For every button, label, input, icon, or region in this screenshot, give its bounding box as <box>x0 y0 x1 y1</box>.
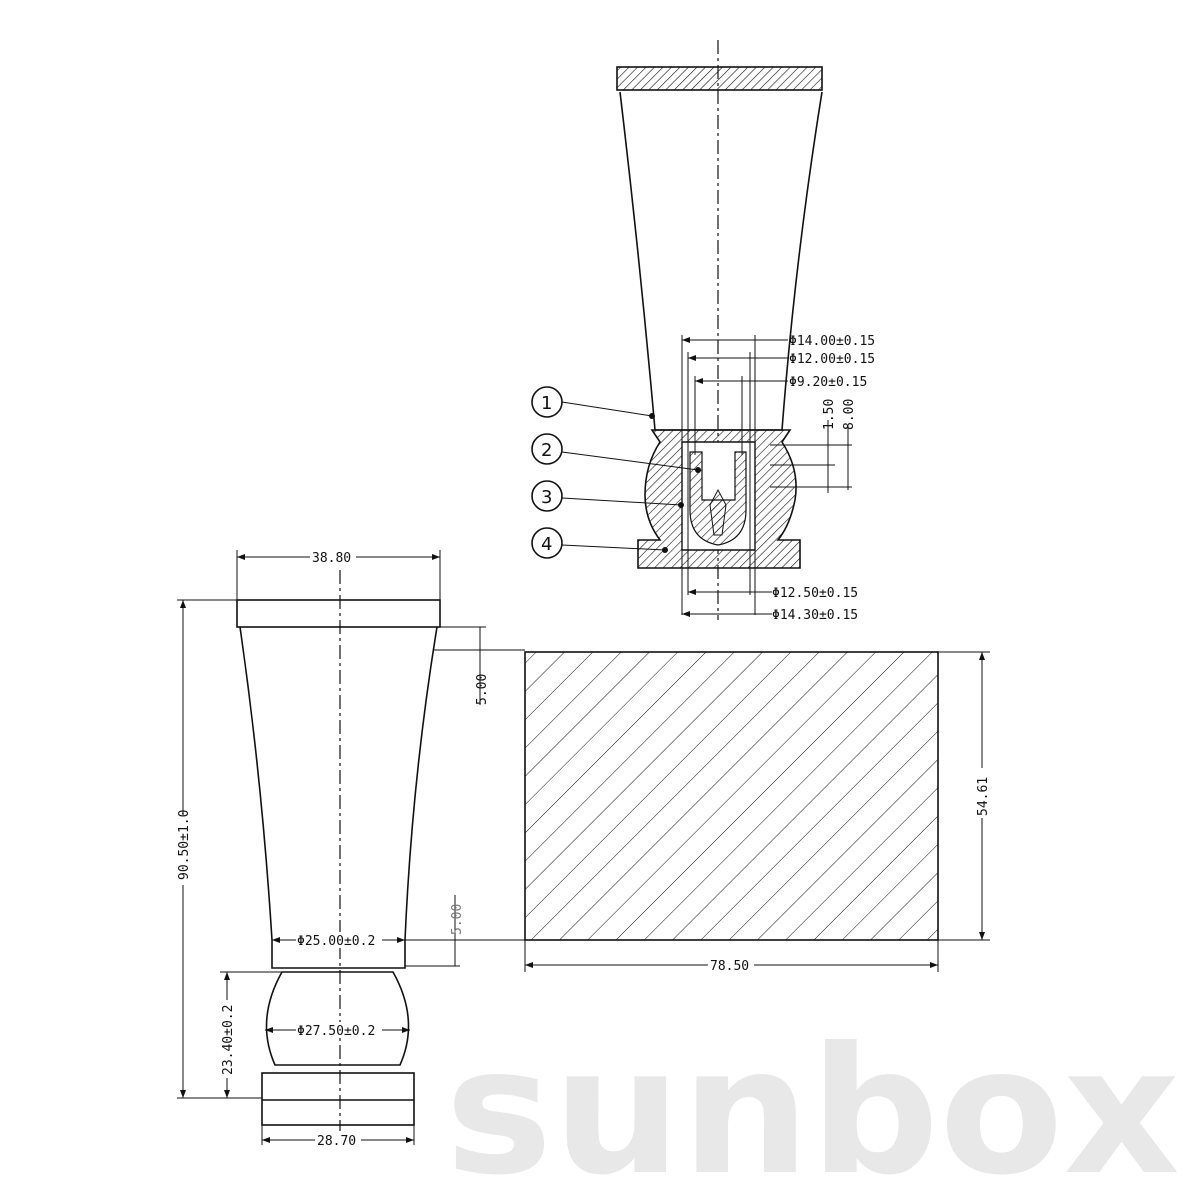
dim-neck-diameter: Φ25.00±0.2 <box>297 934 375 949</box>
hatched-panel: 54.61 78.50 <box>524 651 991 974</box>
dim-panel-height: 54.61 <box>976 777 991 816</box>
svg-text:2: 2 <box>541 440 552 461</box>
glide-pin <box>709 488 727 536</box>
tapered-leg <box>239 626 438 969</box>
svg-text:4: 4 <box>541 534 552 555</box>
section-view: Φ14.00±0.15 Φ12.00±0.15 Φ9.20±0.15 1.50 … <box>531 40 875 623</box>
balloon-3: 3 <box>531 480 684 512</box>
balloon-2: 2 <box>531 433 701 473</box>
top-plate <box>236 599 441 628</box>
watermark-logo: sunbox <box>445 1011 1180 1200</box>
threaded-insert <box>689 451 747 546</box>
dim-ball-height: 23.40±0.2 <box>221 1005 236 1075</box>
dim-top-width: 38.80 <box>312 551 351 566</box>
dim-base-width: 28.70 <box>317 1134 356 1149</box>
base-disc <box>261 1072 415 1126</box>
dim-8-00: 8.00 <box>842 399 857 430</box>
dim-d12-50: Φ12.50±0.15 <box>772 586 858 601</box>
dim-d9-20: Φ9.20±0.15 <box>789 375 867 390</box>
dim-ball-diameter: Φ27.50±0.2 <box>297 1024 375 1039</box>
svg-text:3: 3 <box>541 487 552 508</box>
ball <box>265 971 410 1066</box>
top-cap <box>616 66 823 91</box>
dim-d14-30: Φ14.30±0.15 <box>772 608 858 623</box>
dim-d12: Φ12.00±0.15 <box>789 352 875 367</box>
dim-d14: Φ14.00±0.15 <box>789 334 875 349</box>
balloon-1: 1 <box>531 386 655 419</box>
dim-total-height: 90.50±1.0 <box>177 810 192 880</box>
front-view: 38.80 90.50±1.0 23.40±0.2 28.70 Φ25.00±0… <box>175 548 525 1149</box>
dim-panel-width: 78.50 <box>710 959 749 974</box>
svg-text:1: 1 <box>541 393 552 414</box>
dim-1-50: 1.50 <box>822 399 837 430</box>
balloon-4: 4 <box>531 527 668 559</box>
dim-bottom-offset: 5.00 <box>450 904 465 935</box>
dim-top-offset: 5.00 <box>475 674 490 705</box>
